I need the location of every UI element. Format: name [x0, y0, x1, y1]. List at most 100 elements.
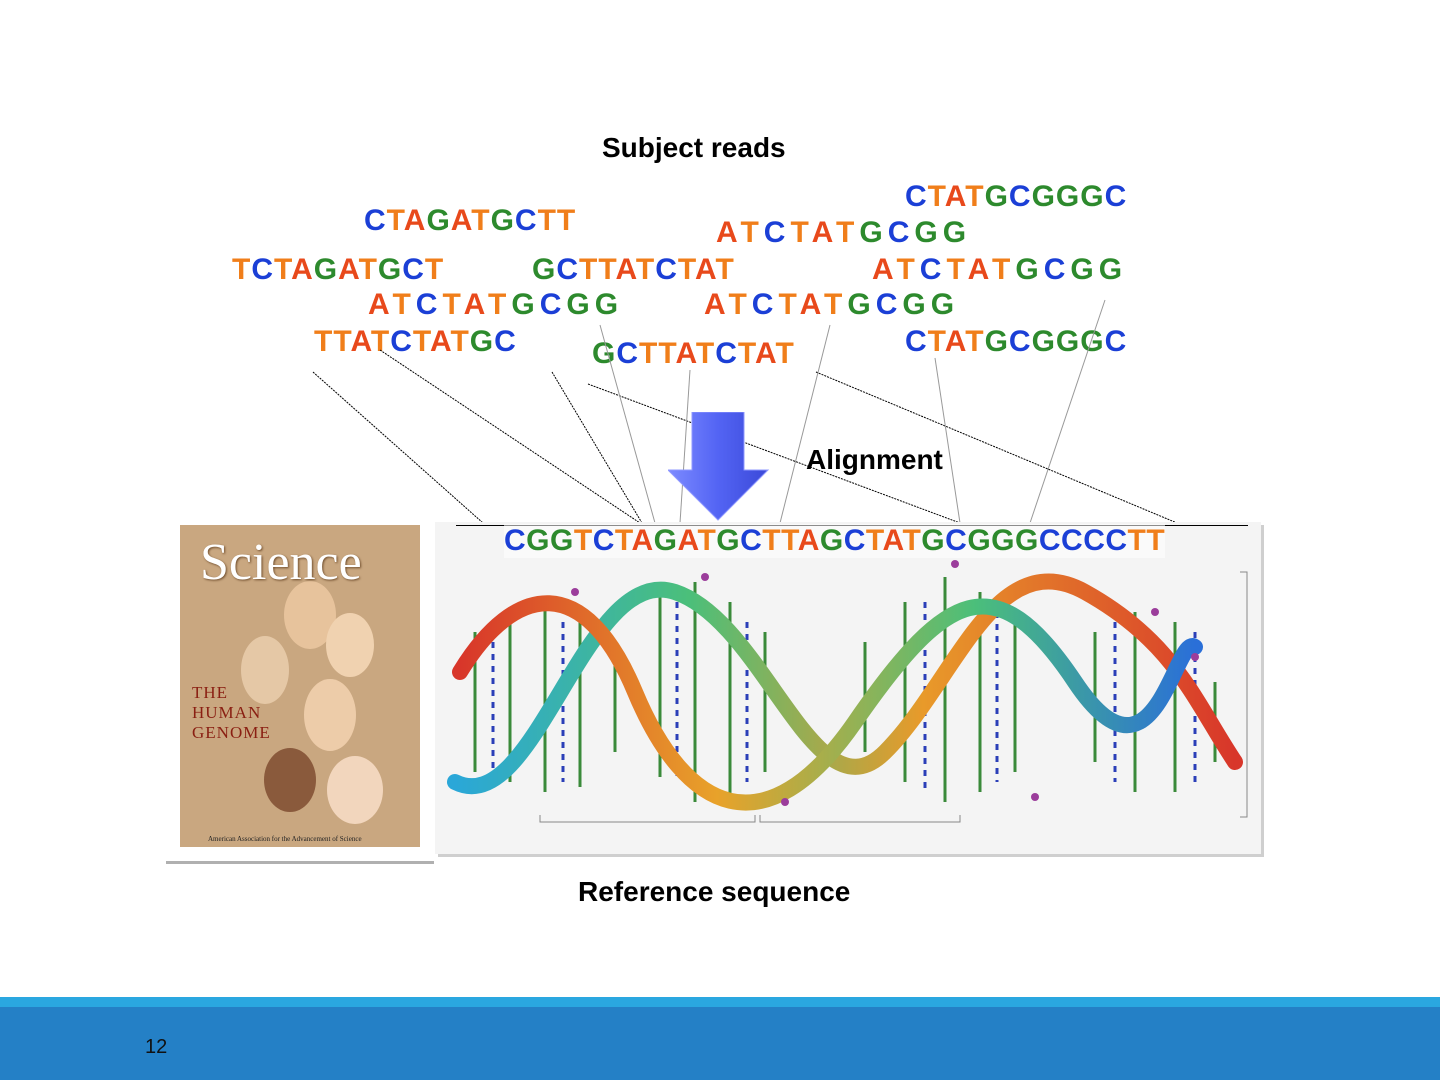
nucleotide-T: T: [992, 253, 1016, 286]
read-sequence: ATCTATGCGG: [872, 253, 1127, 287]
nucleotide-T: T: [965, 180, 985, 213]
nucleotide-T: T: [790, 216, 812, 249]
nucleotide-G: G: [653, 524, 678, 557]
nucleotide-C: C: [1104, 180, 1128, 213]
reference-sequence-label: Reference sequence: [578, 876, 851, 907]
nucleotide-T: T: [965, 325, 985, 358]
nucleotide-C: C: [740, 524, 763, 557]
nucleotide-G: G: [1031, 325, 1056, 358]
nucleotide-T: T: [424, 253, 445, 286]
nucleotide-C: C: [514, 204, 538, 237]
nucleotide-G: G: [967, 524, 992, 557]
nucleotide-T: T: [635, 253, 656, 286]
dna-double-helix-image: [435, 522, 1261, 854]
nucleotide-T: T: [737, 337, 756, 370]
connector-line: [551, 371, 643, 524]
connector-line: [934, 357, 961, 524]
cover-title: Science: [200, 534, 362, 591]
nucleotide-A: A: [944, 325, 966, 358]
nucleotide-T: T: [865, 524, 883, 557]
nucleotide-T: T: [450, 325, 470, 358]
nucleotide-T: T: [358, 253, 378, 286]
nucleotide-A: A: [631, 524, 654, 557]
nucleotide-G: G: [532, 253, 557, 286]
nucleotide-A: A: [615, 253, 636, 286]
nucleotide-T: T: [728, 288, 752, 321]
read-sequence: ATCTATGCGG: [716, 216, 971, 250]
subject-reads-label: Subject reads: [602, 132, 786, 163]
nucleotide-G: G: [377, 253, 403, 286]
nucleotide-A: A: [799, 288, 825, 321]
reference-sequence: CGGTCTAGATGCTTAGCTATGCGGGCCCCTT: [504, 524, 1166, 558]
nucleotide-T: T: [598, 253, 616, 286]
nucleotide-C: C: [905, 325, 928, 358]
nucleotide-A: A: [403, 204, 427, 237]
nucleotide-C: C: [402, 253, 425, 286]
nucleotide-C: C: [919, 253, 947, 286]
nucleotide-A: A: [797, 524, 820, 557]
nucleotide-T: T: [386, 204, 404, 237]
nucleotide-G: G: [550, 524, 574, 557]
cover-subtitle-line: HUMAN: [192, 703, 262, 722]
nucleotide-G: G: [930, 288, 960, 321]
nucleotide-T: T: [896, 253, 920, 286]
nucleotide-T: T: [762, 524, 782, 557]
nucleotide-T: T: [442, 288, 464, 321]
nucleotide-C: C: [1008, 325, 1032, 358]
nucleotide-C: C: [504, 524, 527, 557]
nucleotide-G: G: [921, 524, 946, 557]
nucleotide-G: G: [511, 288, 540, 321]
nucleotide-T: T: [274, 253, 292, 286]
nucleotide-G: G: [902, 288, 931, 321]
nucleotide-A: A: [882, 524, 903, 557]
nucleotide-A: A: [695, 253, 716, 286]
nucleotide-C: C: [251, 253, 274, 286]
cover-shadow-line: [166, 861, 434, 864]
nucleotide-C: C: [390, 325, 413, 358]
connector-line: [779, 324, 831, 524]
nucleotide-T: T: [695, 337, 716, 370]
nucleotide-C: C: [1038, 524, 1062, 557]
nucleotide-T: T: [715, 253, 735, 286]
connector-line: [1029, 299, 1106, 524]
nucleotide-T: T: [927, 325, 945, 358]
nucleotide-T: T: [697, 524, 717, 557]
nucleotide-T: T: [232, 253, 252, 286]
nucleotide-G: G: [716, 524, 741, 557]
nucleotide-G: G: [991, 524, 1015, 557]
nucleotide-A: A: [368, 288, 393, 321]
footer-bar: [0, 1007, 1440, 1080]
nucleotide-T: T: [392, 288, 416, 321]
nucleotide-G: G: [426, 204, 451, 237]
nucleotide-G: G: [1080, 180, 1105, 213]
down-arrow-icon: [668, 412, 770, 521]
nucleotide-C: C: [715, 337, 738, 370]
nucleotide-C: C: [655, 253, 678, 286]
read-sequence: ATCTATGCGG: [704, 288, 959, 322]
nucleotide-G: G: [566, 288, 595, 321]
nucleotide-C: C: [1043, 253, 1071, 286]
nucleotide-C: C: [364, 204, 387, 237]
footer-accent-stripe: [0, 997, 1440, 1007]
read-sequence: GCTTATCTAT: [532, 253, 735, 287]
read-sequence: CTATGCGGGC: [905, 180, 1127, 214]
nucleotide-G: G: [942, 216, 972, 249]
nucleotide-A: A: [811, 216, 837, 249]
nucleotide-T: T: [946, 253, 968, 286]
nucleotide-C: C: [616, 337, 640, 370]
nucleotide-T: T: [781, 524, 798, 557]
nucleotide-G: G: [984, 180, 1009, 213]
nucleotide-G: G: [819, 524, 844, 557]
nucleotide-A: A: [675, 337, 696, 370]
nucleotide-G: G: [469, 325, 495, 358]
cover-subtitle-line: THE: [192, 683, 229, 702]
nucleotide-G: G: [1098, 253, 1128, 286]
nucleotide-C: C: [592, 524, 615, 557]
nucleotide-C: C: [1104, 325, 1128, 358]
nucleotide-C: C: [763, 216, 791, 249]
nucleotide-A: A: [944, 180, 966, 213]
nucleotide-T: T: [1127, 524, 1147, 557]
nucleotide-C: C: [494, 325, 517, 358]
nucleotide-G: G: [526, 524, 551, 557]
nucleotide-T: T: [579, 253, 599, 286]
